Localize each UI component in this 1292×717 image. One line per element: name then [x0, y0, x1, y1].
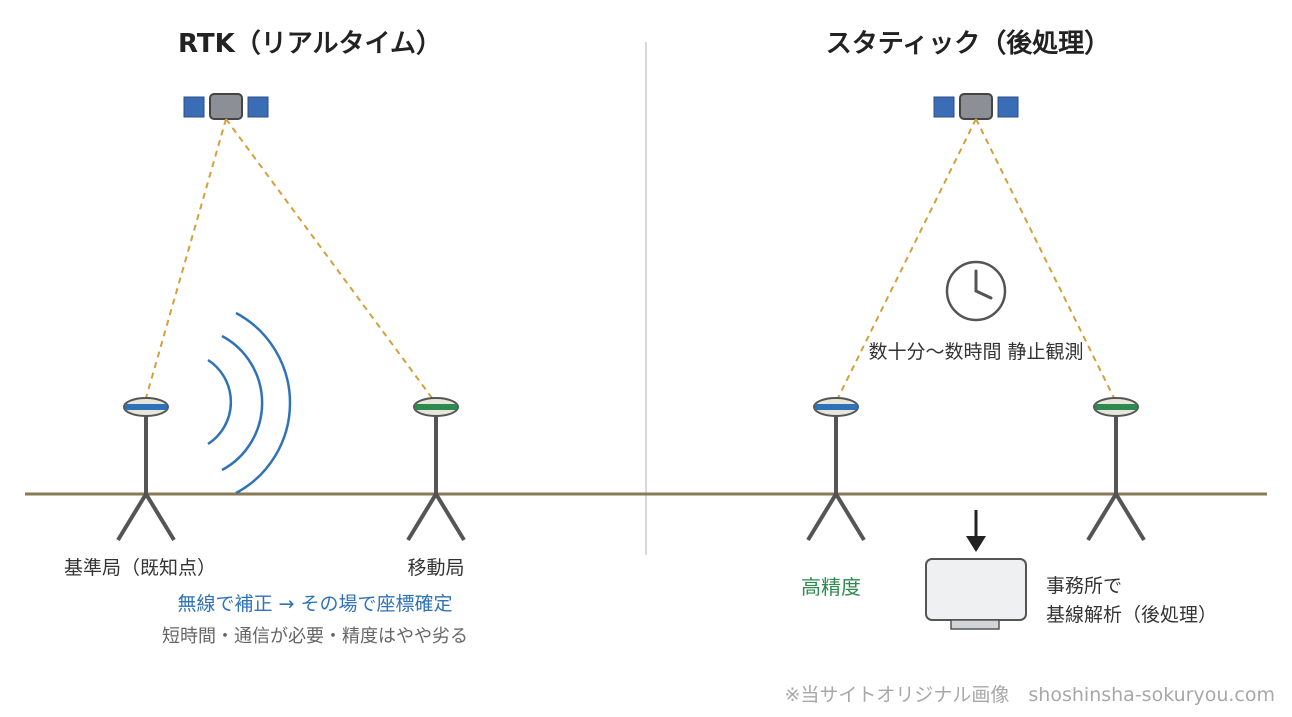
static-title: スタティック（後処理）	[826, 28, 1110, 59]
computer-icon	[925, 558, 1027, 630]
site-credit: ※当サイトオリジナル画像 shoshinsha-sokuryou.com	[784, 684, 1275, 706]
office-analysis-line1: 事務所で	[1046, 575, 1122, 597]
static-right-receiver	[1086, 397, 1146, 542]
rtk-title: RTK（リアルタイム）	[178, 29, 442, 59]
rtk-summary: 無線で補正 → その場で座標確定	[178, 593, 453, 615]
static-left-receiver	[806, 397, 866, 542]
high-accuracy-label: 高精度	[801, 575, 861, 599]
clock-icon	[945, 260, 1007, 322]
radio-wave-icon	[207, 311, 292, 495]
rtk-base-station	[116, 397, 176, 542]
arrow-down-icon	[966, 510, 986, 552]
static-signal-line-right	[975, 118, 1115, 399]
rtk-note: 短時間・通信が必要・精度はやや劣る	[162, 626, 468, 647]
static-signal-line-left	[837, 118, 977, 399]
base-station-label: 基準局（既知点）	[64, 557, 216, 579]
office-analysis-line2: 基線解析（後処理）	[1046, 604, 1217, 626]
rtk-rover-station	[406, 397, 466, 542]
rtk-satellite-icon	[183, 93, 269, 120]
rtk-signal-line-rover	[225, 118, 433, 399]
observation-time-label: 数十分〜数時間 静止観測	[868, 341, 1083, 363]
rover-label: 移動局	[407, 557, 464, 579]
rtk-signal-line-base	[145, 118, 227, 399]
static-satellite-icon	[933, 93, 1019, 120]
